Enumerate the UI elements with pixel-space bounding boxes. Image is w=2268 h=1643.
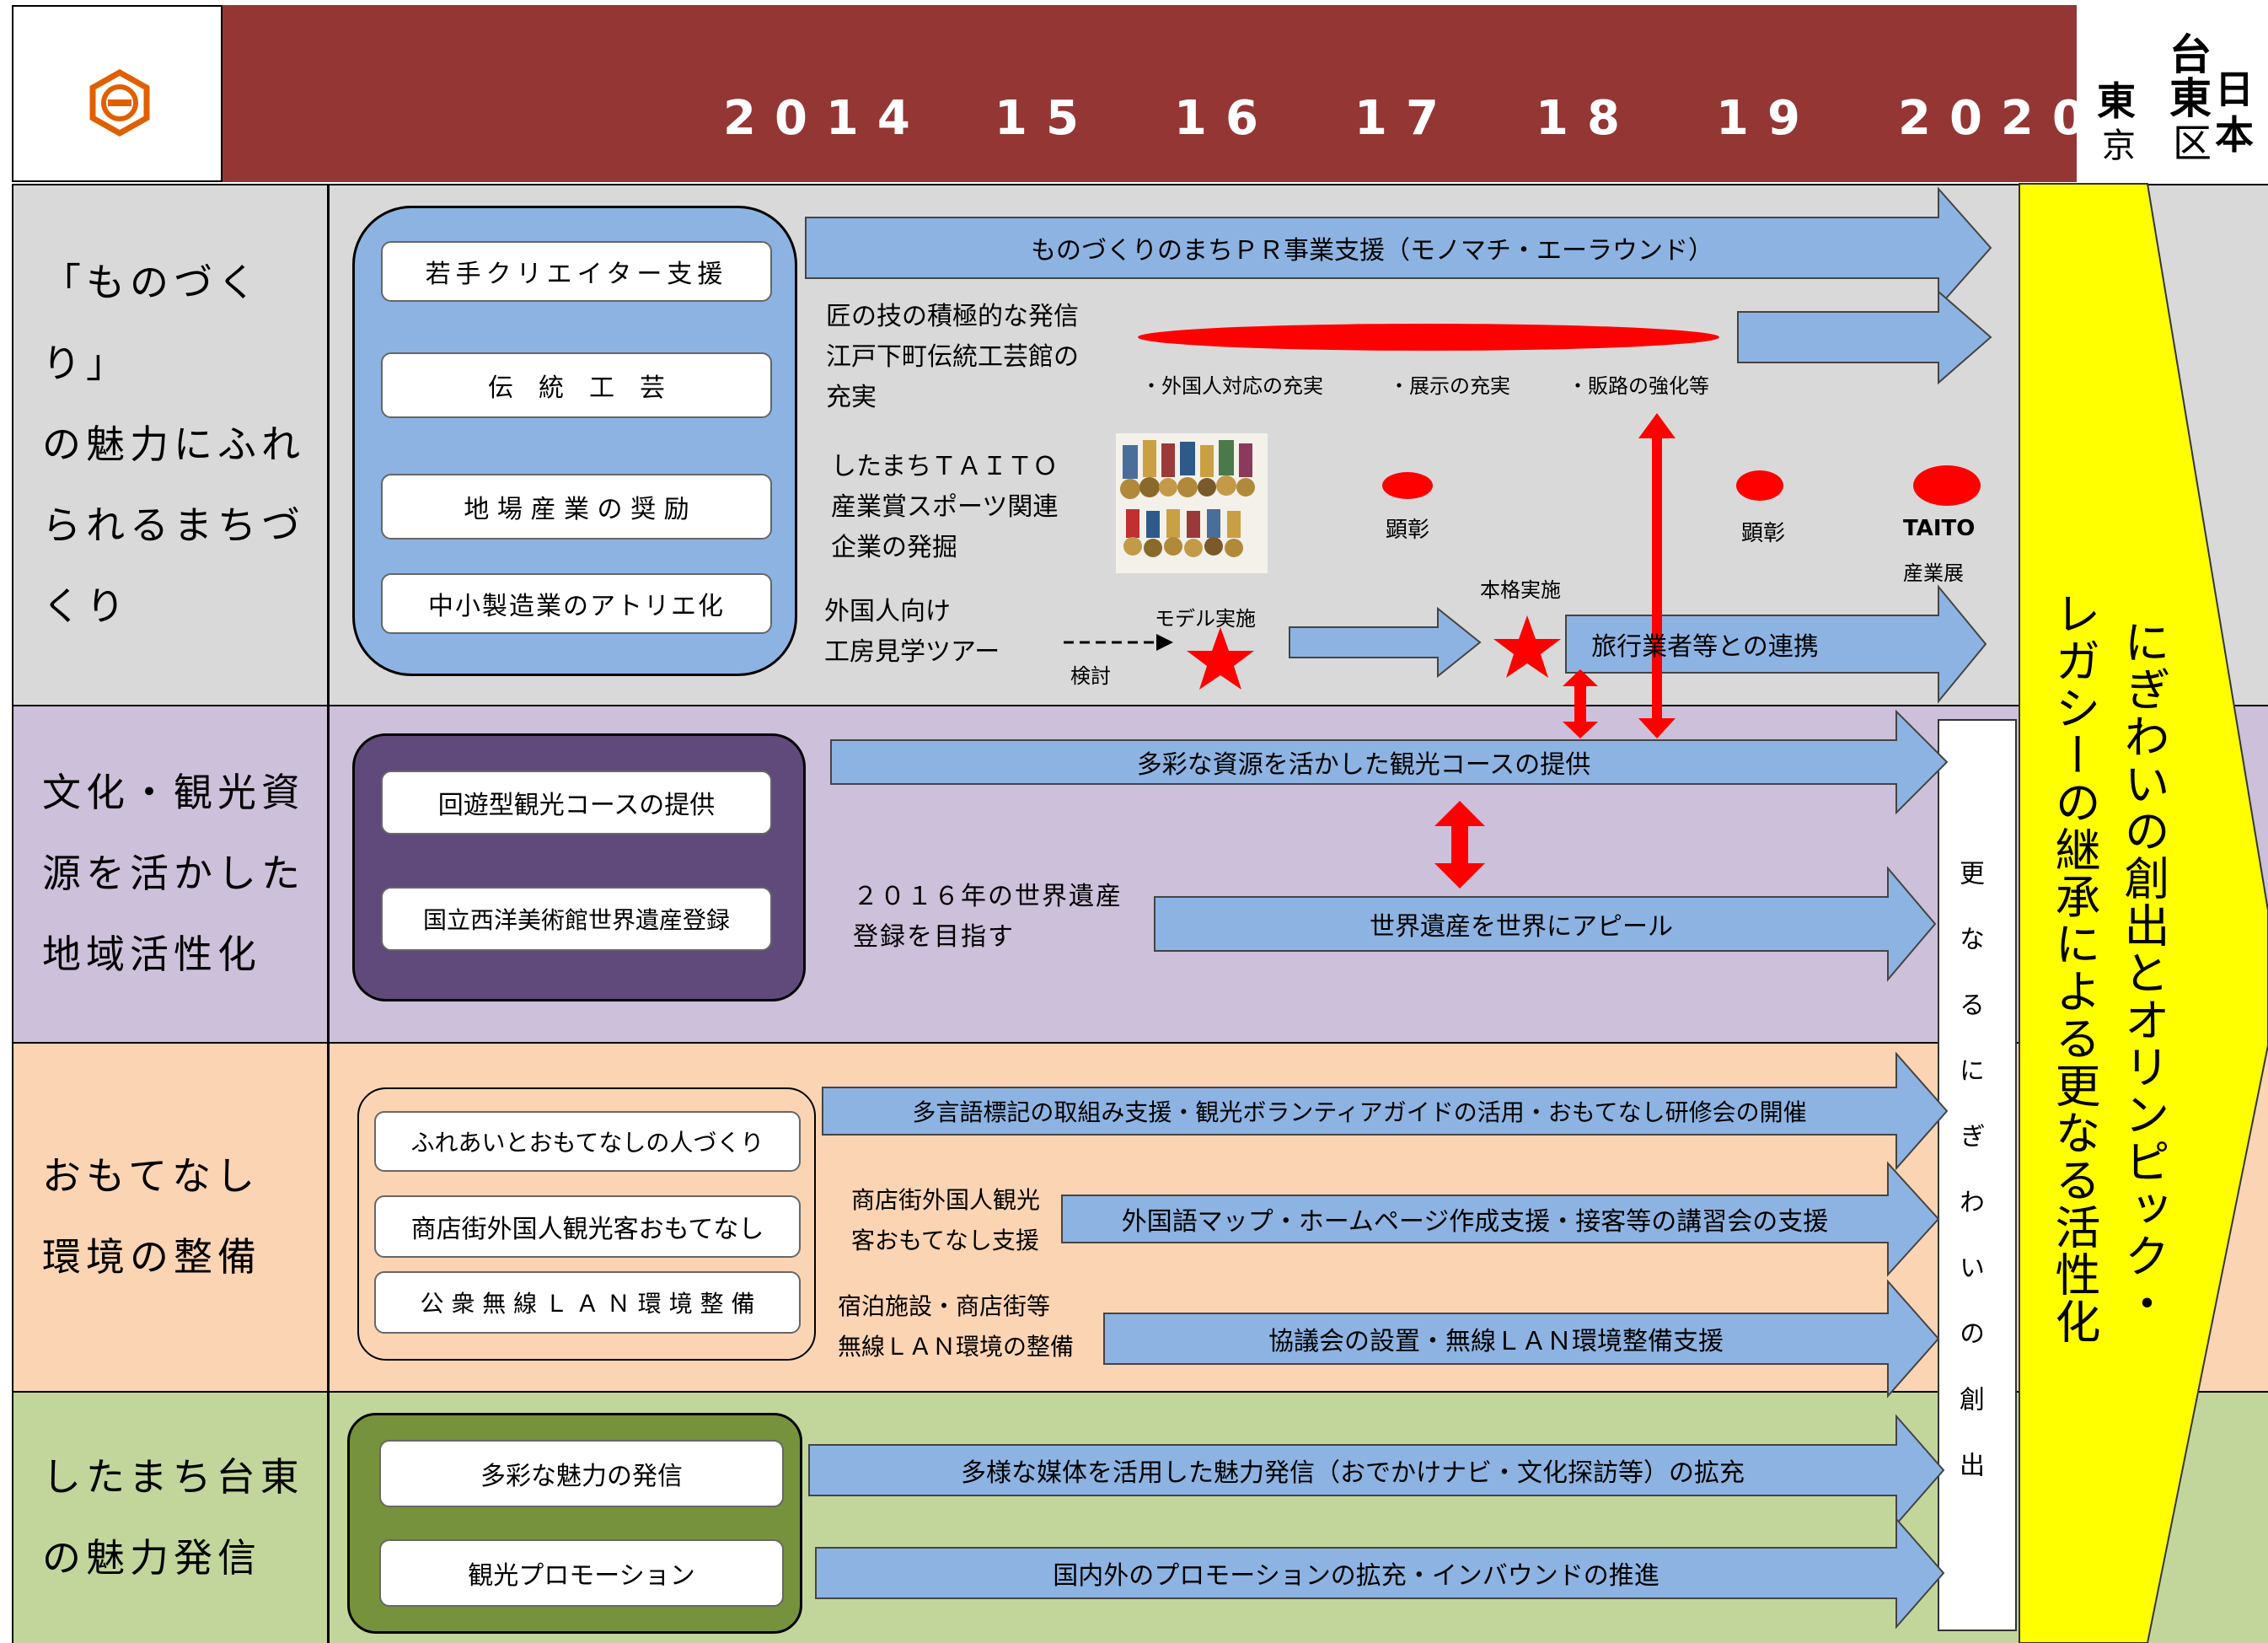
red-vertical-arrow-short xyxy=(1574,686,1586,722)
kensho-2: 顕彰 xyxy=(1741,521,1786,546)
takumi-text: 匠の技の積極的な発信 江戸下町伝統工芸館の 充実 xyxy=(826,302,1079,412)
arrow-promo xyxy=(815,1517,1945,1630)
item-shopping-hospitality: 商店街外国人観光客おもてなし xyxy=(374,1195,801,1258)
arrow-monomachi xyxy=(805,186,1992,309)
arrow-map xyxy=(1061,1161,1940,1277)
year-17: 17 xyxy=(1354,91,1457,146)
svg-text:本: 本 xyxy=(2215,112,2254,158)
item-local-industry: 地 場 産 業 の 奨 励 xyxy=(381,474,772,540)
taito-label: TAITO xyxy=(1903,516,1976,541)
arrow-tour-mid xyxy=(1289,606,1482,679)
arrow-multi xyxy=(822,1051,1949,1171)
arrow-takumi xyxy=(1737,289,1992,385)
arrow-map-label: 外国語マップ・ホームページ作成支援・接客等の講習会の支援 xyxy=(1121,1207,1829,1237)
arrow-media-label: 多様な媒体を活用した魅力発信（おでかけナビ・文化探訪等）の拡充 xyxy=(961,1458,1745,1488)
arrow-promo-label: 国内外のプロモーションの拡充・インバウンドの推進 xyxy=(1053,1561,1659,1591)
honkaku-label: 本格実施 xyxy=(1480,578,1561,602)
arrow-wifi-label: 協議会の設置・無線ＬＡＮ環境整備支援 xyxy=(1268,1327,1724,1356)
arrow-course-label: 多彩な資源を活かした観光コースの提供 xyxy=(1136,750,1591,780)
item-traditional-crafts: 伝 統 工 芸 xyxy=(381,352,772,418)
title-divider xyxy=(327,184,330,1643)
red-dot-1 xyxy=(1382,472,1433,499)
sports-text: したまちＴＡＩＴＯ 産業賞スポーツ関連 企業の発掘 xyxy=(831,452,1059,562)
section-1-title: 「ものづくり」 の魅力にふれ られるまちづ くり xyxy=(42,260,305,629)
arrow-heritage-label: 世界遺産を世界にアピール xyxy=(1370,912,1673,942)
header-logo-right: 台 東 区 東 京 日 本 xyxy=(2077,5,2268,182)
bullet-foreign: ・外国人対応の充実 xyxy=(1141,374,1323,398)
taito-sub-label: 産業展 xyxy=(1903,561,1964,585)
medals-image-icon xyxy=(1120,440,1255,557)
arrow-heritage xyxy=(1154,866,1937,982)
kensho-1: 顕彰 xyxy=(1386,518,1430,543)
taito-emblem-icon xyxy=(89,69,150,137)
arrow-multi-label: 多言語標記の取組み支援・観光ボランティアガイドの活用・おもてなし研修会の開催 xyxy=(912,1098,1807,1126)
arrow-wifi xyxy=(1103,1279,1940,1399)
item-public-wifi: 公 衆 無 線 Ｌ Ａ Ｎ 環 境 整 備 xyxy=(374,1271,801,1334)
yellow-big-arrow xyxy=(2019,183,2268,1643)
left-border xyxy=(12,184,13,1643)
arrow-monomachi-label: ものづくりのまちＰＲ事業支援（モノマチ・エーラウンド） xyxy=(1031,236,1713,266)
bullet-sales: ・販路の強化等 xyxy=(1568,374,1709,398)
red-dot-2 xyxy=(1736,470,1783,501)
svg-text:日: 日 xyxy=(2215,67,2254,112)
arrow-course xyxy=(830,709,1949,815)
star-model xyxy=(1187,627,1254,690)
yellow-column-text-2: レガシーの継承による更なる活性化 xyxy=(2047,590,2100,1345)
year-18: 18 xyxy=(1536,91,1638,146)
white-column xyxy=(1938,719,2017,1631)
yellow-column-text-1: にぎわいの創出とオリンピック・ xyxy=(2116,619,2169,1327)
red-ellipse-bar xyxy=(1138,324,1719,351)
arrow-travel-label: 旅行業者等との連携 xyxy=(1591,632,1819,662)
tour-text: 外国人向け 工房見学ツアー xyxy=(824,597,1000,667)
taito-city-logo-icon: 台 東 区 東 京 日 本 xyxy=(2097,30,2254,165)
item-diverse-appeal: 多彩な魅力の発信 xyxy=(379,1440,784,1507)
shoten-text: 商店街外国人観光 客おもてなし支援 xyxy=(851,1186,1041,1254)
year-15: 15 xyxy=(995,91,1097,146)
svg-text:東: 東 xyxy=(2097,78,2136,124)
header-timeline-band xyxy=(223,5,2077,182)
svg-text:区: 区 xyxy=(2173,121,2212,165)
svg-text:京: 京 xyxy=(2102,126,2136,165)
red-vertical-arrow-long xyxy=(1652,435,1662,722)
item-young-creators: 若手クリエイター支援 xyxy=(381,241,772,302)
header-logo-cell xyxy=(12,5,223,182)
medals-photo xyxy=(1116,433,1268,573)
wifi-text: 宿泊施設・商店街等 無線ＬＡＮ環境の整備 xyxy=(838,1292,1075,1361)
svg-text:東: 東 xyxy=(2169,74,2212,123)
item-tour-course: 回遊型観光コースの提供 xyxy=(381,770,772,835)
bullet-exhibit: ・展示の充実 xyxy=(1389,374,1510,398)
year-2014: 2014 xyxy=(723,91,929,146)
year-2020: 2020 xyxy=(1898,91,2104,146)
arrow-travel xyxy=(1565,584,1987,704)
section-4-title: したまち台東 の魅力発信 xyxy=(42,1453,304,1581)
white-column-text: 更なるにぎわいの創出 xyxy=(1954,860,1984,1517)
red-dot-3 xyxy=(1913,465,1981,506)
year-16: 16 xyxy=(1174,91,1277,146)
section-2-title: 文化・観光資 源を活かした 地域活性化 xyxy=(42,770,305,977)
model-label: モデル実施 xyxy=(1155,607,1256,631)
heritage-text: ２０１６年の世界遺産 登録を目指す xyxy=(853,882,1123,952)
svg-text:台: 台 xyxy=(2169,30,2212,79)
star-honkaku xyxy=(1493,615,1561,678)
item-world-heritage: 国立西洋美術館世界遺産登録 xyxy=(381,887,772,951)
kento-label: 検討 xyxy=(1070,664,1111,688)
year-19: 19 xyxy=(1716,91,1819,146)
item-people-hospitality: ふれあいとおもてなしの人づくり xyxy=(374,1111,801,1172)
section-3-title: おもてなし 環境の整備 xyxy=(42,1153,261,1280)
item-tourism-promotion: 観光プロモーション xyxy=(379,1539,784,1607)
arrow-media xyxy=(808,1414,1945,1527)
red-double-arrow xyxy=(1451,824,1468,865)
item-atelier: 中小製造業のアトリエ化 xyxy=(381,573,772,634)
